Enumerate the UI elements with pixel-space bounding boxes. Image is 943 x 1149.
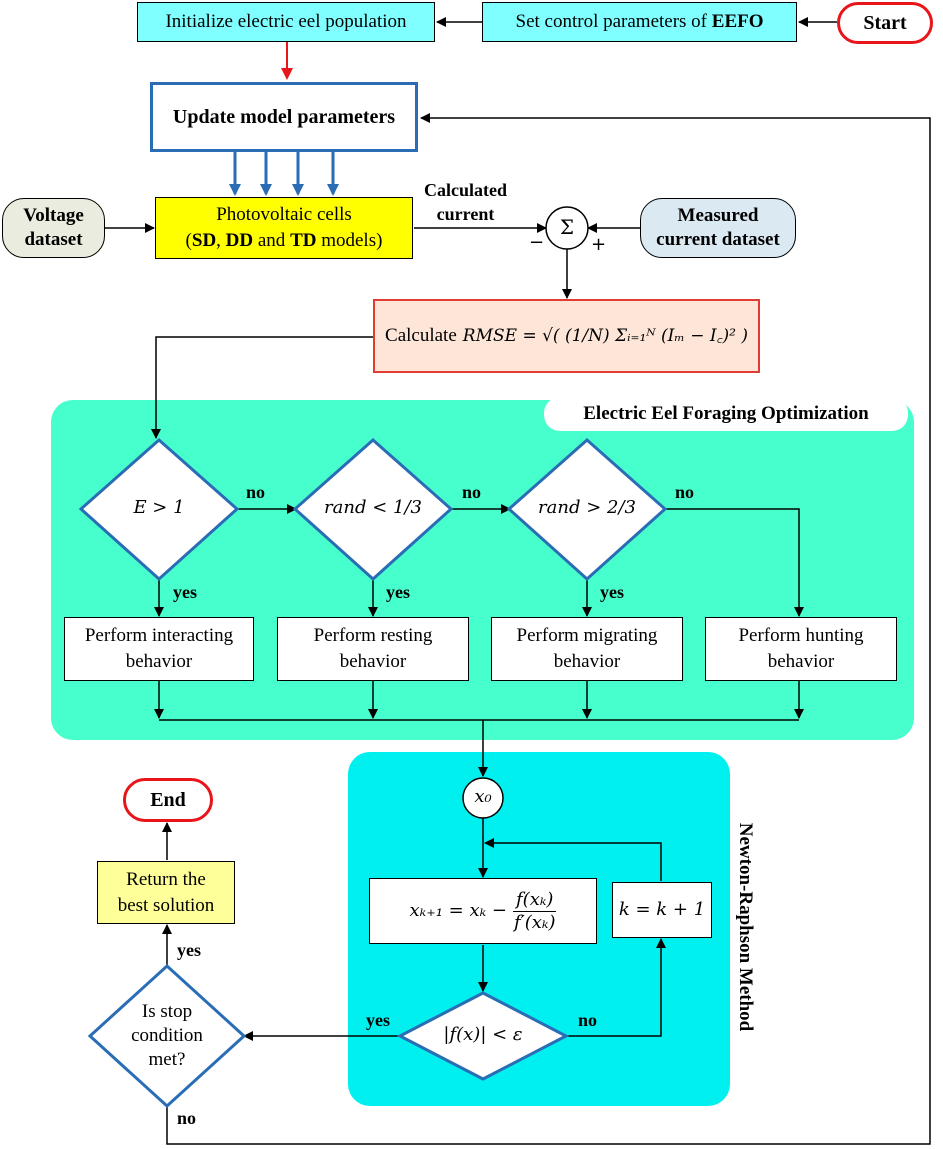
interacting-line1: Perform interacting — [84, 625, 234, 646]
rmse-formula: RMSE = √( (1/N) Σᵢ₌₁ᴺ (Iₘ − I꜀)² ) — [462, 326, 748, 346]
initialize-population-box[interactable]: Initialize electric eel population — [137, 2, 435, 42]
pv-cells-line1: Photovoltaic cells — [216, 204, 352, 225]
return-best-solution-box[interactable]: Return the best solution — [97, 861, 235, 924]
hunting-behavior-box[interactable]: Perform hunting behavior — [705, 617, 897, 681]
hunting-line2: behavior — [767, 651, 835, 672]
stop-condition-text: Is stop condition met? — [131, 1001, 203, 1070]
stop-yes-label: yes — [177, 940, 201, 960]
yes-label-3: yes — [600, 582, 624, 602]
start-label: Start — [863, 12, 907, 34]
diamond-rand-high — [506, 437, 668, 582]
sum-junction — [545, 206, 589, 250]
stop-no-label: no — [177, 1108, 197, 1128]
measured-dataset-box[interactable]: Measured current dataset — [640, 198, 796, 258]
voltage-dataset-box[interactable]: Voltage dataset — [2, 198, 105, 258]
update-model-parameters-box[interactable]: Update model parameters — [150, 82, 418, 152]
x0-label: x₀ — [474, 786, 492, 807]
voltage-dataset-line1: Voltage — [23, 205, 84, 226]
measured-dataset-line1: Measured — [677, 205, 759, 226]
newton-raphson-title: Newton-Raphson Method — [735, 822, 756, 1032]
no-label-1: no — [246, 482, 266, 502]
newton-update-formula-box[interactable]: xₖ₊₁ = xₖ − f(xₖ) f′(xₖ) — [369, 878, 597, 944]
initialize-population-label: Initialize electric eel population — [165, 11, 407, 32]
calculated-current-label: Calculated current — [424, 180, 507, 224]
yes-label-2: yes — [386, 582, 410, 602]
no-label-3: no — [675, 482, 695, 502]
resting-line1: Perform resting — [313, 625, 433, 646]
diamond-rand-low-text: rand < 1/3 — [324, 497, 422, 518]
yes-label-1: yes — [173, 582, 197, 602]
diamond-rand-high-text: rand > 2/3 — [538, 497, 636, 518]
nr-formula-denominator: f′(xₖ) — [513, 911, 556, 933]
calculate-rmse-box[interactable]: Calculate RMSE = √( (1/N) Σᵢ₌₁ᴺ (Iₘ − I꜀… — [373, 299, 760, 373]
voltage-dataset-line2: dataset — [24, 229, 83, 250]
resting-behavior-box[interactable]: Perform resting behavior — [277, 617, 469, 681]
set-params-text: Set control parameters of — [515, 11, 708, 32]
measured-dataset-line2: current dataset — [656, 229, 780, 250]
diamond-stop-condition — [87, 963, 247, 1109]
migrating-line1: Perform migrating — [516, 625, 658, 646]
diamond-rand-low — [292, 437, 454, 582]
dd-model: DD — [225, 230, 254, 251]
migrating-line2: behavior — [553, 651, 621, 672]
no-label-2: no — [462, 482, 482, 502]
start-terminal[interactable]: Start — [837, 2, 933, 44]
nr-yes-label: yes — [366, 1010, 390, 1030]
end-label: End — [150, 789, 186, 811]
interacting-behavior-box[interactable]: Perform interacting behavior — [64, 617, 254, 681]
end-terminal[interactable]: End — [123, 778, 213, 822]
convergence-text: |f(x)| < ε — [443, 1024, 523, 1045]
update-model-parameters-label: Update model parameters — [172, 106, 396, 128]
sum-symbol: Σ — [559, 215, 575, 239]
td-model: TD — [290, 230, 317, 251]
nr-formula-numerator: f(xₖ) — [513, 889, 557, 912]
minus-sign: − — [529, 232, 545, 253]
hunting-line1: Perform hunting — [738, 625, 864, 646]
plus-sign: + — [591, 234, 607, 255]
eefo-panel — [51, 400, 914, 740]
increment-k-label: k = k + 1 — [618, 899, 706, 920]
x0-node — [462, 777, 504, 819]
interacting-line2: behavior — [125, 651, 193, 672]
migrating-behavior-box[interactable]: Perform migrating behavior — [491, 617, 683, 681]
nr-formula-fraction: f(xₖ) f′(xₖ) — [513, 889, 557, 934]
diamond-energy-text: E > 1 — [133, 497, 185, 518]
eefo-title: Electric Eel Foraging Optimization — [544, 397, 908, 431]
pv-cells-line2: (SD, DD and TD models) — [185, 230, 383, 251]
nr-no-label: no — [578, 1010, 598, 1030]
set-control-params-box[interactable]: Set control parameters of EEFO — [482, 2, 797, 42]
diamond-convergence — [396, 991, 570, 1081]
sd-model: SD — [191, 230, 217, 251]
rmse-label: Calculate — [385, 325, 457, 346]
return-best-line2: best solution — [117, 894, 215, 916]
eefo-acronym: EEFO — [711, 11, 764, 32]
nr-formula-lhs: xₖ₊₁ = xₖ − — [409, 900, 508, 921]
resting-line2: behavior — [339, 651, 407, 672]
diamond-energy-check — [78, 437, 240, 582]
photovoltaic-cells-box[interactable]: Photovoltaic cells (SD, DD and TD models… — [155, 197, 413, 259]
increment-k-box[interactable]: k = k + 1 — [612, 882, 712, 938]
set-control-params-label: Set control parameters of EEFO — [516, 9, 764, 35]
return-best-line1: Return the — [126, 868, 206, 890]
